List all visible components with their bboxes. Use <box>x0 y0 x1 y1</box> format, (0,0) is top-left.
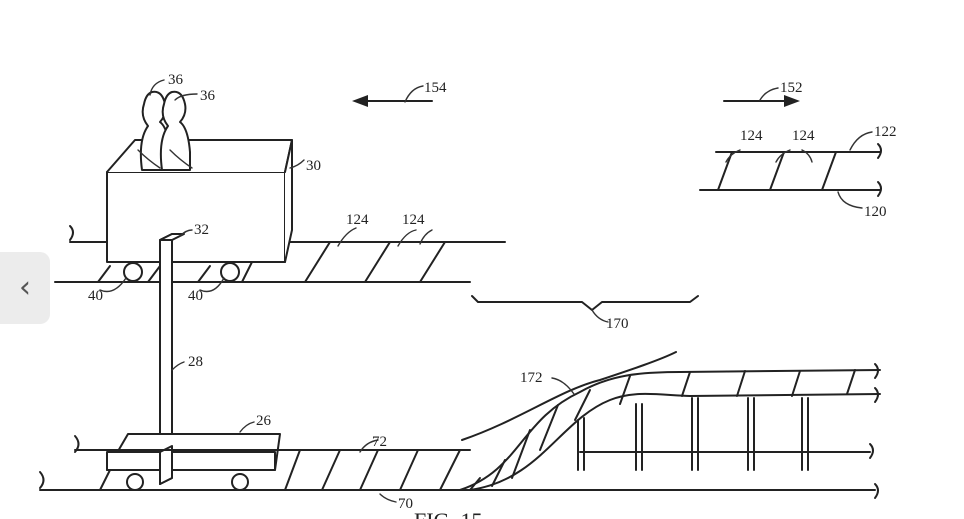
direction-arrow-right <box>723 95 800 107</box>
label-36b: 36 <box>200 88 216 104</box>
chevron-left-icon: ‹ <box>19 270 31 305</box>
ride-vehicle <box>106 139 293 282</box>
label-152: 152 <box>780 80 803 96</box>
rider-front <box>159 90 191 171</box>
wheel-right <box>220 262 240 282</box>
base-cart <box>106 433 281 491</box>
label-40b: 40 <box>188 288 203 304</box>
label-124b: 124 <box>402 212 425 228</box>
gap-bracket <box>471 295 699 311</box>
label-26: 26 <box>256 413 272 429</box>
label-40a: 40 <box>88 288 103 304</box>
ramp-supports <box>577 397 809 471</box>
label-154: 154 <box>424 80 447 96</box>
upper-rail-break-left <box>69 225 74 241</box>
back-button[interactable]: ‹ <box>0 252 50 324</box>
label-72: 72 <box>372 434 387 450</box>
label-120: 120 <box>864 204 887 220</box>
inset-rails <box>699 143 882 197</box>
label-122: 122 <box>874 124 897 140</box>
lower-ties <box>99 449 461 491</box>
riders <box>137 90 193 171</box>
label-170: 170 <box>606 316 629 332</box>
leader-lines <box>99 79 873 503</box>
label-32: 32 <box>194 222 209 238</box>
ramp-section <box>459 351 881 491</box>
label-30: 30 <box>306 158 321 174</box>
label-172: 172 <box>520 370 543 386</box>
direction-arrow-left <box>352 95 433 107</box>
lower-track <box>39 435 879 499</box>
label-70: 70 <box>398 496 413 512</box>
figure-caption: FIG. 15 <box>414 508 482 519</box>
label-inset-124b: 124 <box>792 128 815 144</box>
label-36a: 36 <box>168 72 184 88</box>
reference-labels: 36 36 30 32 28 26 40 40 124 124 154 152 … <box>88 72 897 519</box>
label-124a: 124 <box>346 212 369 228</box>
lower-rail-break-lower <box>39 471 45 489</box>
ramp-ties <box>469 369 856 491</box>
label-28: 28 <box>188 354 203 370</box>
label-inset-124a: 124 <box>740 128 763 144</box>
wheel-left <box>123 262 143 282</box>
